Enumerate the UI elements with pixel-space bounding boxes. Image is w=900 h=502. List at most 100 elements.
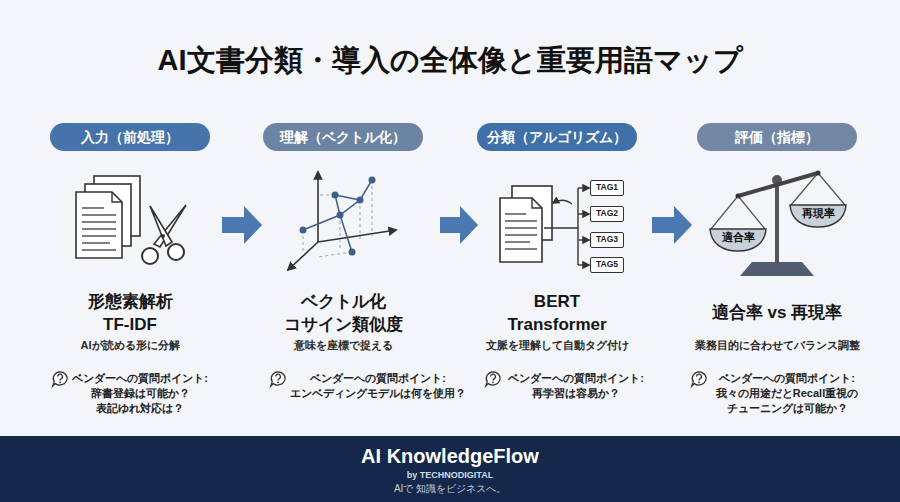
question-text: 再学習は容易か？ — [506, 386, 646, 401]
balance-scale-icon — [775, 180, 779, 263]
question-bubble-icon — [697, 374, 702, 380]
term-heading: 適合率 vs 再現率 — [687, 301, 867, 324]
question-bubble-icon — [271, 372, 285, 386]
document-stack-icon — [82, 208, 116, 250]
stage-column: 評価（指標）適合率 vs 再現率業務目的に合わせてバランス調整ベンダーへの質問ポ… — [692, 118, 870, 428]
stage-arrow — [652, 206, 692, 244]
scale-pan-outline — [790, 205, 846, 227]
question-text: エンベディングモデルは何を使用？ — [288, 386, 468, 401]
scale-pan: 適合率 — [709, 228, 767, 252]
question-bubble-icon — [53, 372, 67, 386]
document-icon — [500, 198, 542, 262]
term-description: AIが読める形に分解 — [25, 338, 235, 352]
tag-label: TAG1 — [591, 181, 623, 195]
question-bubble-icon — [491, 374, 496, 380]
vector-space-icon — [337, 212, 344, 219]
tag-branch-line — [578, 187, 589, 188]
scissors-icon — [142, 248, 158, 264]
pan-label: 再現率 — [789, 204, 847, 228]
question-bubble-icon — [698, 382, 700, 384]
footer-band: AI KnowledgeFlowby TECHNODIGITALAIで 知識をビ… — [0, 436, 900, 502]
term-heading: 形態素解析 TF-IDF — [80, 290, 180, 336]
stage-column: 理解（ベクトル化）ベクトル化 コサイン類似度意味を座標で捉えるベンダーへの質問ポ… — [262, 118, 440, 428]
question-bubble-icon — [486, 372, 500, 386]
brand-tagline: AIで 知識をビジネスへ。 — [0, 482, 900, 495]
stage-column: 入力（前処理）形態素解析 TF-IDFAIが読める形に分解ベンダーへの質問ポイン… — [40, 118, 222, 428]
question-bubble-icon — [271, 372, 285, 386]
brand-name: AI KnowledgeFlow — [0, 445, 900, 468]
brand-byline: by TECHNODIGITAL — [0, 469, 900, 481]
term-heading: ベクトル化 コサイン類似度 — [253, 290, 433, 336]
stage-column: 分類（アルゴリズム）BERT Transformer文脈を理解して自動タグ付けベ… — [478, 118, 652, 428]
question-bubble-icon — [692, 372, 706, 386]
vector-space-icon — [303, 180, 372, 252]
tag-branch-line — [578, 213, 589, 214]
document-icon — [532, 198, 542, 208]
stage-pill: 評価（指標） — [697, 123, 857, 151]
question-heading: ベンダーへの質問ポイント: — [712, 371, 862, 386]
stage-pill: 分類（アルゴリズム） — [477, 123, 637, 151]
question-bubble-icon — [53, 372, 67, 386]
tag-box: TAG2 — [590, 206, 624, 222]
balance-scale-icon — [738, 173, 818, 196]
balance-scale-icon — [736, 194, 741, 199]
question-heading: ベンダーへの質問ポイント: — [70, 371, 210, 386]
question-text: 辞書登録は可能か？ 表記ゆれ対応は？ — [70, 386, 210, 416]
question-bubble-icon — [277, 382, 279, 384]
scissors-icon — [161, 234, 165, 238]
tag-branch-line — [544, 188, 578, 265]
question-bubble-icon — [59, 382, 61, 384]
balance-scale-icon — [740, 262, 814, 276]
document-stack-icon — [76, 176, 140, 258]
tag-branch-line — [578, 264, 589, 265]
tag-label: TAG3 — [591, 233, 623, 247]
vector-space-icon — [369, 177, 376, 184]
scissors-icon — [150, 206, 172, 246]
tag-branch-line — [553, 200, 572, 204]
stage-arrow — [222, 206, 262, 244]
question-bubble-icon — [58, 374, 63, 380]
scissors-icon — [168, 244, 184, 260]
scale-pan: 再現率 — [789, 204, 847, 228]
term-description: 業務目的に合わせてバランス調整 — [672, 338, 882, 352]
pan-label: 適合率 — [709, 228, 767, 252]
document-icon — [505, 214, 537, 249]
question-bubble-icon — [692, 372, 706, 386]
question-text: 我々の用途だとRecall重視のチューニングは可能か？ — [712, 386, 862, 416]
vector-space-icon — [288, 172, 396, 270]
balance-scale-icon — [711, 173, 845, 229]
document-stack-icon — [112, 192, 122, 202]
balance-scale-icon — [711, 171, 845, 277]
question-heading: ベンダーへの質問ポイント: — [288, 371, 468, 386]
tag-label: TAG2 — [591, 207, 623, 221]
stage-arrow — [440, 206, 478, 244]
diagram-title: AI文書分類・導入の全体像と重要用語マップ — [0, 42, 900, 78]
scissors-icon — [142, 205, 186, 264]
question-bubble-icon — [492, 382, 494, 384]
term-heading: BERT Transformer — [497, 290, 617, 336]
document-stack-icon — [76, 192, 122, 258]
tag-branch-line — [578, 239, 589, 240]
vector-space-icon — [303, 180, 372, 257]
scale-pan-outline — [710, 229, 766, 251]
tag-label: TAG5 — [591, 258, 623, 272]
question-bubble-icon — [276, 374, 281, 380]
vector-space-icon — [300, 227, 307, 234]
vector-space-icon — [357, 197, 364, 204]
term-description: 文脈を理解して自動タグ付け — [452, 338, 662, 352]
stage-pill: 入力（前処理） — [50, 123, 210, 151]
tag-branch-line — [544, 188, 589, 265]
question-bubble-icon — [486, 372, 500, 386]
tag-box: TAG5 — [590, 257, 624, 273]
vector-space-icon — [317, 172, 319, 242]
tag-box: TAG1 — [590, 180, 624, 196]
vector-space-icon — [332, 192, 339, 199]
tag-box: TAG3 — [590, 232, 624, 248]
term-description: 意味を座標で捉える — [238, 338, 448, 352]
document-icon — [500, 186, 552, 262]
question-heading: ベンダーへの質問ポイント: — [506, 371, 646, 386]
vector-space-icon — [318, 230, 396, 242]
balance-scale-icon — [816, 171, 821, 176]
vector-space-icon — [288, 242, 318, 270]
